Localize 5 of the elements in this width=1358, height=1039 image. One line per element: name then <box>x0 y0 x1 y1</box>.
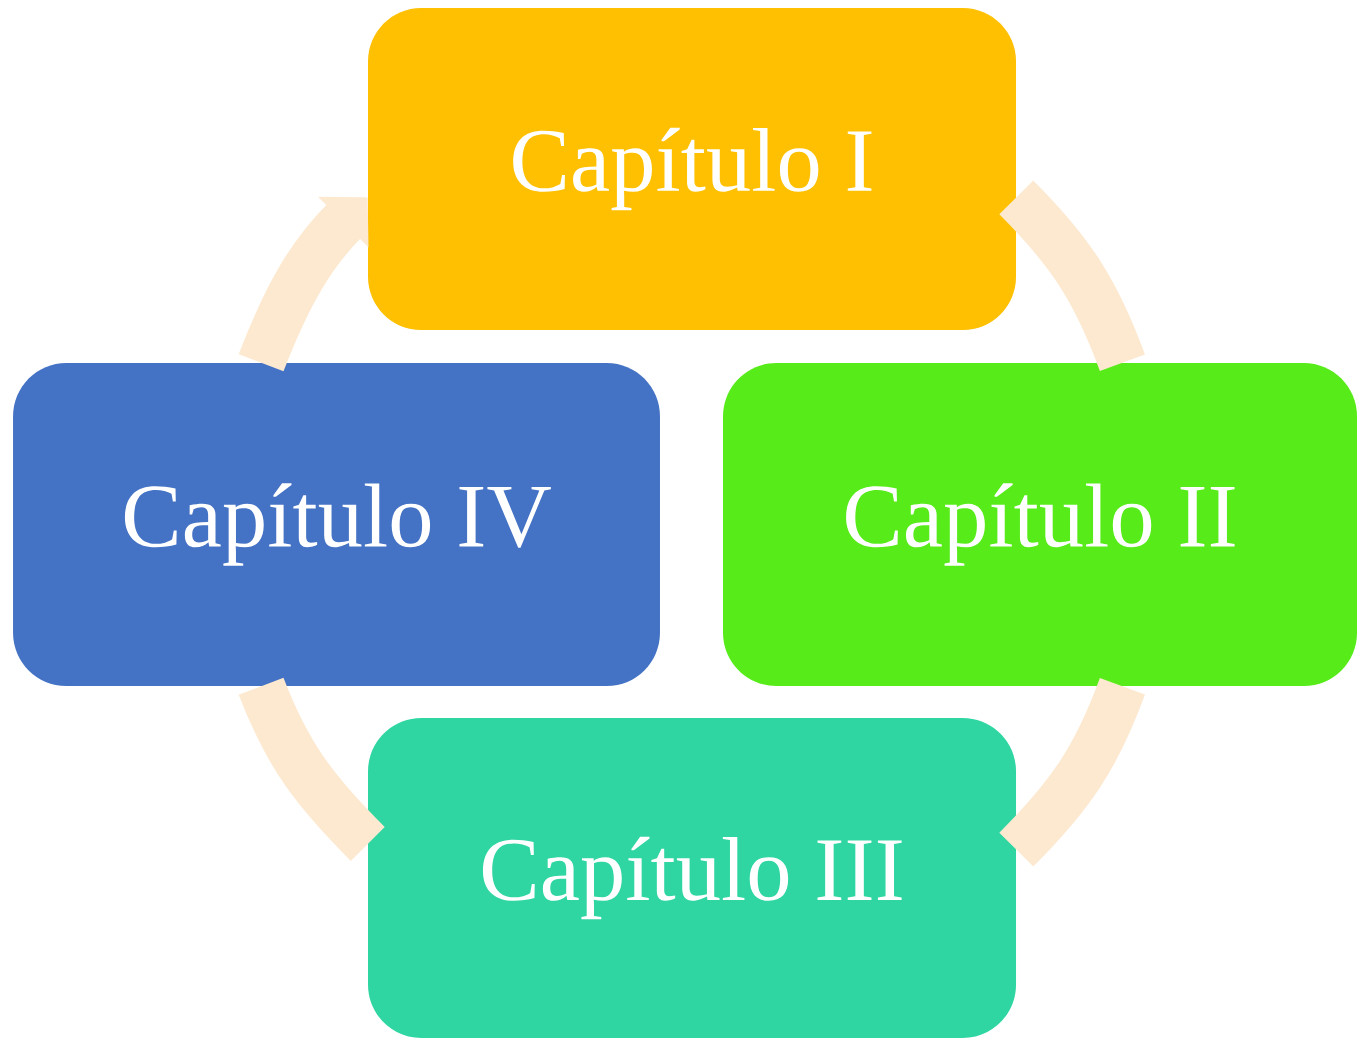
chapter-box: Capítulo I <box>368 8 1016 330</box>
chapter-box: Capítulo IV <box>13 363 660 686</box>
chapter-box: Capítulo II <box>723 363 1357 686</box>
cycle-arrow <box>238 196 369 372</box>
chapter-box: Capítulo III <box>368 718 1016 1038</box>
